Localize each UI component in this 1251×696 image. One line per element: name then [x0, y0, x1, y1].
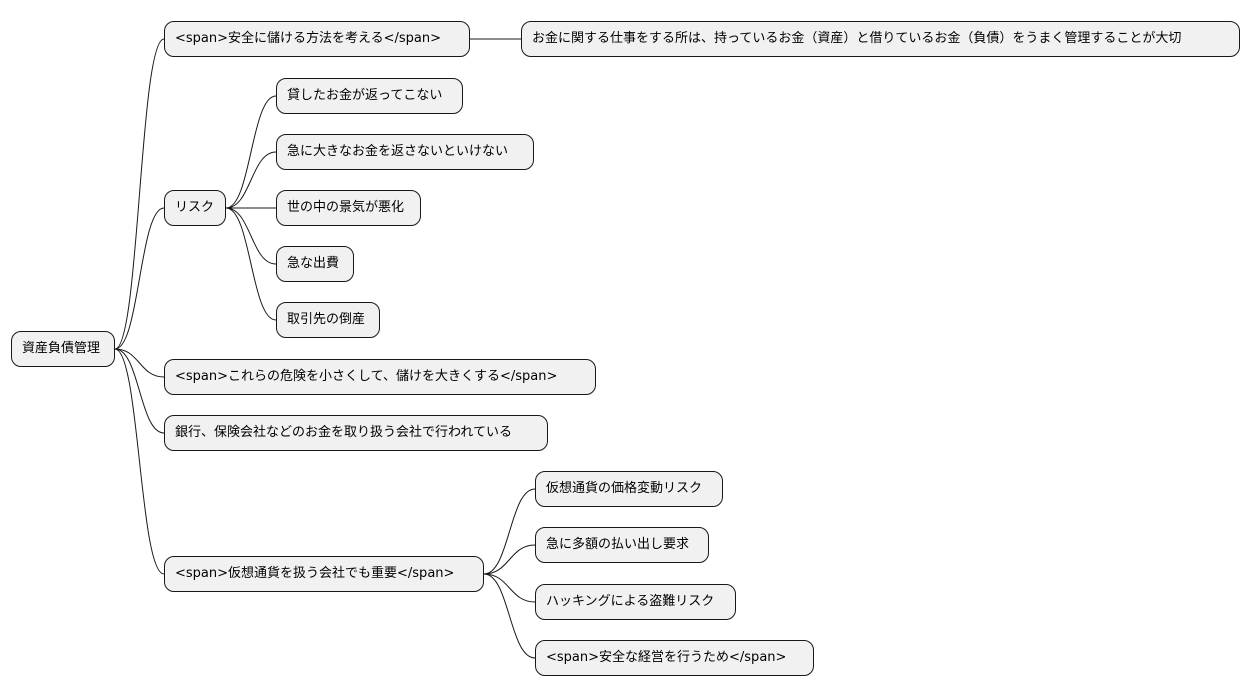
connector-line	[225, 151, 277, 209]
connector-line	[483, 544, 536, 575]
leaf-asset-liability-explanation: お金に関する仕事をする所は、持っているお金（資産）と借りているお金（負債）をうま…	[521, 21, 1240, 57]
branch-financial-institutions: 銀行、保険会社などのお金を取り扱う会社で行われている	[164, 415, 548, 451]
root-node: 資産負債管理	[11, 331, 115, 367]
connector-line	[225, 207, 277, 321]
connector-line	[114, 348, 165, 434]
leaf-risk-sudden-repayment: 急に大きなお金を返さないといけない	[276, 134, 534, 170]
connector-line	[483, 573, 536, 603]
leaf-risk-partner-bankruptcy: 取引先の倒産	[276, 302, 380, 338]
leaf-risk-unpaid-loans: 貸したお金が返ってこない	[276, 78, 463, 114]
connector-line	[114, 38, 165, 350]
leaf-risk-sudden-expense: 急な出費	[276, 246, 354, 282]
connector-line	[483, 488, 536, 575]
connector-line	[225, 95, 277, 209]
leaf-risk-recession: 世の中の景気が悪化	[276, 190, 421, 226]
branch-reduce-risk: <span>これらの危険を小さくして、儲けを大きくする</span>	[164, 359, 596, 395]
connector-line	[114, 348, 165, 575]
branch-crypto: <span>仮想通貨を扱う会社でも重要</span>	[164, 556, 484, 592]
leaf-crypto-price-volatility: 仮想通貨の価格変動リスク	[535, 471, 723, 507]
connector-line	[114, 348, 165, 378]
connector-line	[114, 207, 165, 350]
connector-line	[483, 573, 536, 659]
branch-risk: リスク	[164, 190, 226, 226]
leaf-crypto-large-withdrawal: 急に多額の払い出し要求	[535, 527, 709, 563]
leaf-crypto-safe-management: <span>安全な経営を行うため</span>	[535, 640, 814, 676]
connector-line	[225, 207, 277, 265]
leaf-crypto-hacking-theft: ハッキングによる盗難リスク	[535, 584, 736, 620]
branch-safe-profit: <span>安全に儲ける方法を考える</span>	[164, 21, 470, 57]
